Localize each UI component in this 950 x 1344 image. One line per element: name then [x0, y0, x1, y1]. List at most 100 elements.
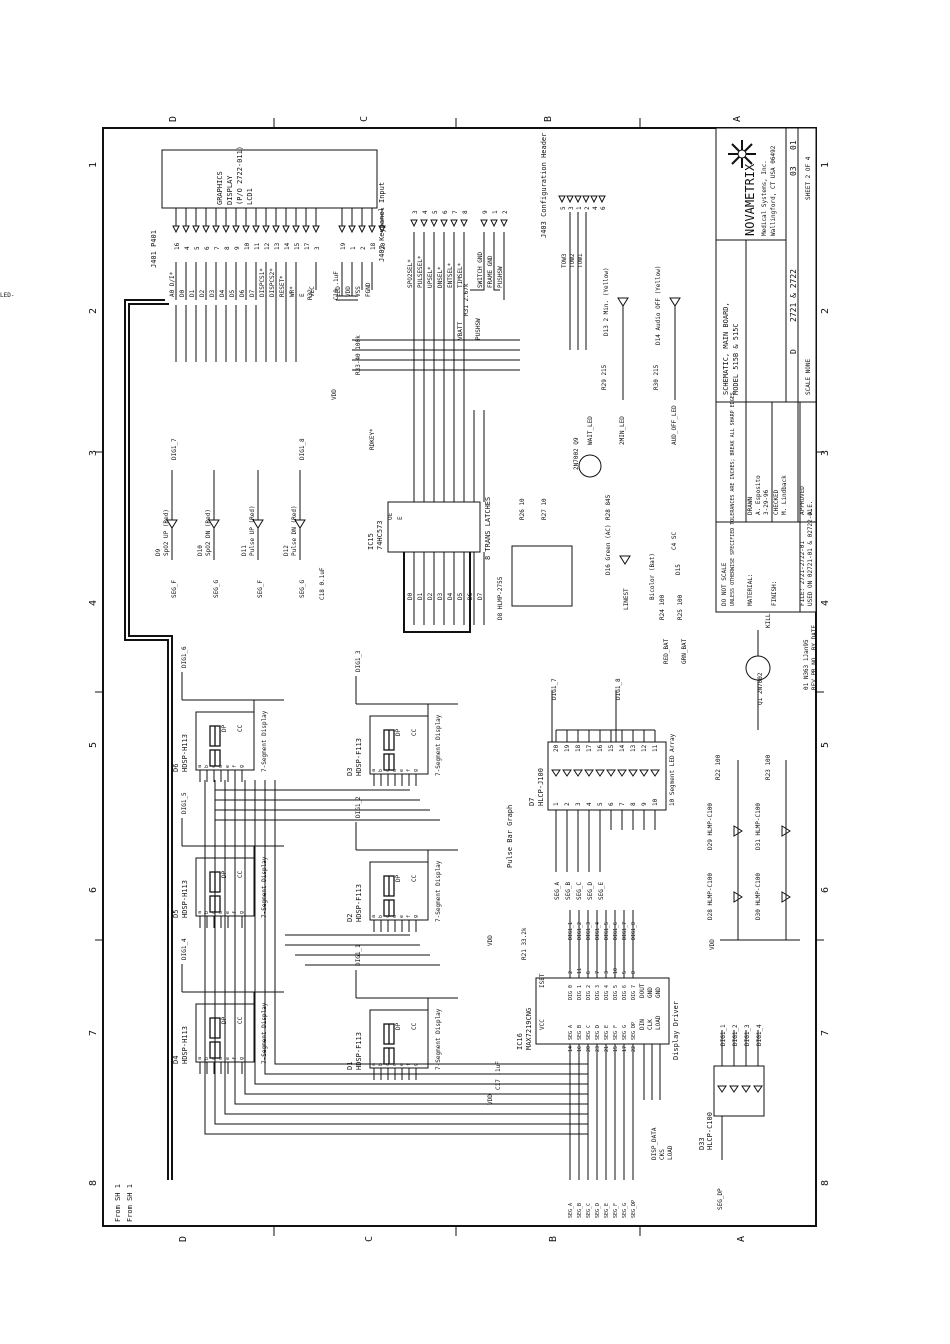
bargraph-seg-net: SEG_B	[565, 882, 572, 900]
ic16-gnd2: GND	[655, 987, 662, 998]
j402-pin-arrow	[490, 219, 498, 228]
ic15-bus-label: D2	[427, 592, 434, 600]
code-value: 03	[789, 166, 798, 176]
zone-number-7-right: 7	[820, 1030, 831, 1036]
bargraph-led	[606, 769, 616, 777]
ic15-oe: OE	[387, 512, 394, 520]
display-dig-net: DIG1_4	[181, 938, 188, 960]
j401-pin-arrow	[232, 225, 240, 234]
lcd-bus-label-top: FGND	[365, 282, 372, 297]
ic15-cap: C18 0.1uF	[319, 567, 326, 600]
bargraph-top-pin: 20	[553, 744, 560, 752]
j401-pin-arrow	[282, 225, 290, 234]
bargraph-bottom-pin: 4	[586, 802, 593, 806]
rdkey-label: RDKEY*	[369, 428, 376, 450]
company-addr2: Wallingford, CT USA 06492	[770, 145, 777, 236]
j401-pin-number: 12	[264, 242, 271, 250]
rev-header: REV PR NO. BY DATE	[811, 625, 818, 690]
r23-label: R23 100	[765, 754, 772, 780]
r32-label: R32	[307, 289, 314, 300]
r28-label: R28 845	[605, 494, 612, 520]
bargraph-bottom-pin: 6	[608, 802, 615, 806]
display-seg-letter: a	[371, 769, 377, 772]
j402-pin-number: 5	[432, 210, 439, 214]
lcd-bus-label-top: VLC	[309, 286, 316, 297]
j402-label: J402 Keypanel Input	[378, 182, 386, 262]
j402-signal-label: PULSESEL*	[417, 255, 424, 288]
ic16-dig-name: DIG 2	[586, 985, 592, 1000]
display-seg-letter: g	[239, 1057, 245, 1060]
ic16-seg-name: SEG E	[604, 1025, 610, 1040]
j401-pin-arrow	[272, 225, 280, 234]
j403-pin-number: 5	[560, 206, 567, 210]
dig-net-label: DIG1_6	[613, 922, 619, 940]
zone-letters-bottom: D C B A	[178, 1236, 747, 1242]
d28-label: D28 HLMP-C100	[707, 873, 714, 920]
display-body	[369, 1009, 429, 1069]
j402-pin-number: 4	[422, 210, 429, 214]
seg-net-label: SEG_D	[595, 1203, 601, 1218]
d33-net-label: DIG1_2	[732, 1024, 739, 1046]
zone-letter-c: C	[359, 116, 370, 122]
material-label: MATERIAL:	[747, 573, 754, 606]
display-dig-net: DIG1_2	[355, 796, 362, 818]
j401-pin-arrow	[182, 225, 190, 234]
ic16-din: DIN	[639, 1019, 646, 1030]
ic16-seg-pin: 15	[613, 1046, 619, 1052]
zone-number-3-right: 3	[820, 450, 831, 456]
display-dig-net: DIG1_6	[181, 646, 188, 668]
load-net: LOAD	[667, 1145, 674, 1160]
dig-net-label: DIG1_4	[595, 922, 601, 940]
ic15-bus-label: D0	[407, 592, 414, 600]
vdd-ic16: VDD	[487, 1094, 494, 1105]
seg-net-label: SEG_A	[568, 1203, 574, 1218]
j401-pin-number: 10	[244, 242, 251, 250]
lcd-line2: DISPLAY	[226, 175, 234, 205]
zone-letter-b: B	[543, 116, 554, 122]
d14-label: D14 Audio OFF (Yellow)	[655, 266, 662, 345]
ic15-ref: IC15	[367, 533, 375, 550]
bargraph-led	[595, 769, 605, 777]
j402-signal-label: UPSEL*	[427, 266, 434, 288]
j401-pin-number: 9	[234, 246, 241, 250]
ic16-seg-pin: 22	[631, 1046, 637, 1052]
ic16-dig-name: DIG 7	[631, 985, 637, 1000]
display-part: HDSP-H113	[181, 734, 189, 772]
dig-net-label: DIG1_2	[577, 922, 583, 940]
indicator-led-seg: SEG_F	[257, 580, 264, 598]
d33-part: HLCP-C100	[706, 1112, 714, 1150]
grnbat-label: GRN_BAT	[681, 638, 688, 664]
lcd-bus-label-top: D2	[199, 289, 206, 297]
redbat-label: RED_BAT	[663, 638, 670, 664]
ic16-dig-pin: 7	[595, 971, 601, 974]
display-seg-letter: g	[239, 911, 245, 914]
ic15-part: 74HC573	[376, 520, 384, 550]
d7-part: HLCP-J100	[537, 768, 545, 806]
j401-pin-number: 17	[304, 242, 311, 250]
r25-label: R25 100	[677, 594, 684, 620]
c17-label: C17 .1uF	[495, 1061, 502, 1090]
ic16-seg-pin: 21	[604, 1046, 610, 1052]
indicator-led-seg: SEG_G	[299, 580, 306, 598]
bar-dig8: DIG1_8	[615, 678, 622, 700]
dwg-no: 2721 & 2722	[789, 269, 798, 322]
lcd-bus-label-top: LED-	[0, 292, 14, 299]
j401-pin-arrow	[368, 225, 376, 234]
display-cc-label: CC	[411, 874, 418, 882]
tow2: TOW2	[569, 253, 576, 268]
display-seg-letter: d	[218, 911, 224, 914]
drawn-label: DRAWN	[747, 497, 754, 515]
display-body	[369, 715, 429, 775]
drawn-by: A. Esposito	[755, 475, 762, 515]
dig-net-label: DIG1_1	[568, 922, 574, 940]
company-name: NOVAMETRIX	[743, 163, 757, 236]
lcd-bus-label-top: RESET*	[279, 275, 286, 297]
scale-value: SCALE NONE	[805, 358, 812, 395]
j402-pin-number: 1	[492, 210, 499, 214]
zone-number-8: 8	[88, 1180, 99, 1186]
title-line1: SCHEMATIC, MAIN BOARD,	[722, 302, 730, 395]
lcd-signal-wires	[175, 262, 373, 362]
ic16-dig-pin: 5	[622, 971, 628, 974]
zone-letter-c-bottom: C	[364, 1236, 375, 1242]
